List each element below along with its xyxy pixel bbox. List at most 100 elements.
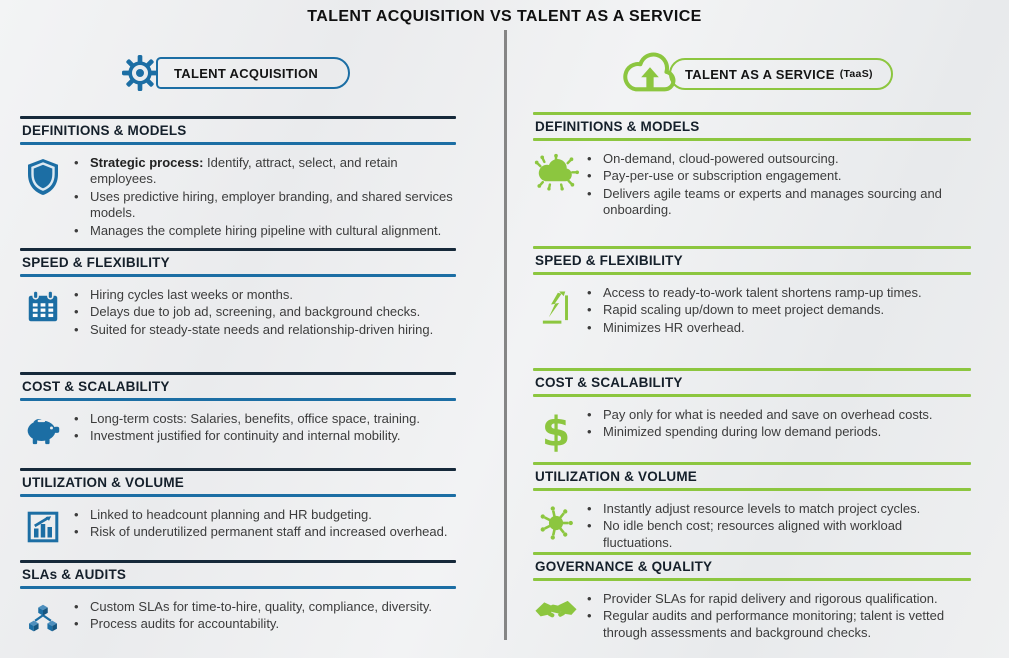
section-heading: COST & SCALABILITY <box>535 375 683 390</box>
talent-acquisition-badge: TALENT ACQUISITION <box>120 52 456 94</box>
section-body: Hiring cycles last weeks or months.Delay… <box>20 287 456 340</box>
section-top-rule <box>20 248 456 251</box>
bullet-item: Pay-per-use or subscription engagement. <box>587 168 971 185</box>
section-underline <box>20 274 456 277</box>
section-heading: UTILIZATION & VOLUME <box>22 475 184 490</box>
section-heading: DEFINITIONS & MODELS <box>535 119 700 134</box>
bullet-item: Strategic process: Identify, attract, se… <box>74 154 456 188</box>
bullet-item: Manages the complete hiring pipeline wit… <box>74 223 456 240</box>
bullet-item: On-demand, cloud-powered outsourcing. <box>587 151 971 168</box>
taas-badge: TALENT AS A SERVICE (TaaS) <box>621 52 971 96</box>
right-sections: DEFINITIONS & MODELS On-demand, cloud-pow… <box>533 112 971 642</box>
section-heading: DEFINITIONS & MODELS <box>22 123 187 138</box>
section-top-rule <box>20 116 456 119</box>
bullet-item: Risk of underutilized permanent staff an… <box>74 524 456 541</box>
bullet-item: Uses predictive hiring, employer brandin… <box>74 189 456 222</box>
bullet-lead: Strategic process: <box>90 154 204 170</box>
left-sections: DEFINITIONS & MODELS Strategic process: I… <box>20 116 456 639</box>
section-body: Access to ready-to-work talent shortens … <box>533 285 971 338</box>
section-heading: SPEED & FLEXIBILITY <box>22 255 170 270</box>
section-body: Custom SLAs for time-to-hire, quality, c… <box>20 599 456 639</box>
section-top-rule <box>533 368 971 371</box>
dollar-icon: $ <box>533 407 579 455</box>
talent-acquisition-pill: TALENT ACQUISITION <box>156 57 351 89</box>
section-utilization-volume: UTILIZATION & VOLUME Instantly adjust res… <box>533 462 971 552</box>
section-underline <box>20 142 456 145</box>
bullet-item: Minimizes HR overhead. <box>587 320 971 337</box>
section-cost-scalability: COST & SCALABILITY Long-term costs: Salar… <box>20 372 456 468</box>
bullet-item: Suited for steady-state needs and relati… <box>74 322 456 339</box>
bullet-item: Rapid scaling up/down to meet project de… <box>587 302 971 319</box>
section-underline <box>20 586 456 589</box>
shield-icon <box>20 155 66 241</box>
gear-icon <box>120 53 160 93</box>
bullet-list: Strategic process: Identify, attract, se… <box>66 155 456 241</box>
bullet-item: Process audits for accountability. <box>74 616 456 633</box>
section-underline <box>20 398 456 401</box>
cloud-network-icon <box>533 151 579 220</box>
section-heading: SPEED & FLEXIBILITY <box>535 253 683 268</box>
section-top-rule <box>20 560 456 563</box>
section-governance-quality: GOVERNANCE & QUALITY Provider SLAs for ra… <box>533 552 971 642</box>
bullet-item: Investment justified for continuity and … <box>74 428 456 445</box>
bullet-item: Minimized spending during low demand per… <box>587 424 971 441</box>
section-underline <box>533 394 971 397</box>
section-heading: GOVERNANCE & QUALITY <box>535 559 713 574</box>
section-top-rule <box>20 468 456 471</box>
badge-label: TALENT ACQUISITION <box>174 65 319 81</box>
section-definitions-models: DEFINITIONS & MODELS Strategic process: I… <box>20 116 456 248</box>
ramp-up-icon <box>533 285 579 338</box>
cubes-icon <box>20 599 66 639</box>
section-top-rule <box>533 246 971 249</box>
section-body: Linked to headcount planning and HR budg… <box>20 507 456 545</box>
bar-chart-icon <box>20 507 66 545</box>
section-top-rule <box>533 552 971 555</box>
section-speed-flexibility: SPEED & FLEXIBILITY Access to ready-to-wo… <box>533 246 971 368</box>
bullet-list: Access to ready-to-work talent shortens … <box>579 285 971 338</box>
section-slas-audits: SLAs & AUDITS Custom SLAs for time-to-hir… <box>20 560 456 639</box>
page-title: TALENT ACQUISITION VS TALENT AS A SERVIC… <box>307 8 702 25</box>
section-heading: COST & SCALABILITY <box>22 379 170 394</box>
bullet-item: Long-term costs: Salaries, benefits, off… <box>74 411 456 428</box>
taas-column: TALENT AS A SERVICE (TaaS) DEFINITIONS &… <box>533 42 971 642</box>
bullet-item: Provider SLAs for rapid delivery and rig… <box>587 591 971 608</box>
bullet-item: Delivers agile teams or experts and mana… <box>587 186 971 219</box>
section-definitions-models: DEFINITIONS & MODELS On-demand, cloud-pow… <box>533 112 971 246</box>
section-body: On-demand, cloud-powered outsourcing.Pay… <box>533 151 971 220</box>
section-cost-scalability: COST & SCALABILITY $ Pay only for what is … <box>533 368 971 462</box>
bullet-item: Pay only for what is needed and save on … <box>587 407 971 424</box>
bullet-list: Instantly adjust resource levels to matc… <box>579 501 971 553</box>
cloud-upload-icon <box>621 52 679 96</box>
handshake-icon <box>533 591 579 643</box>
section-heading: UTILIZATION & VOLUME <box>535 469 697 484</box>
section-top-rule <box>20 372 456 375</box>
section-top-rule <box>533 462 971 465</box>
calendar-icon <box>20 287 66 340</box>
piggy-bank-icon <box>20 411 66 447</box>
bullet-item: Instantly adjust resource levels to matc… <box>587 501 971 518</box>
hub-spoke-icon <box>533 501 579 553</box>
bullet-list: On-demand, cloud-powered outsourcing.Pay… <box>579 151 971 220</box>
section-heading: SLAs & AUDITS <box>22 567 127 582</box>
section-body: $ Pay only for what is needed and save on… <box>533 407 971 455</box>
bullet-list: Custom SLAs for time-to-hire, quality, c… <box>66 599 456 639</box>
badge-suffix: (TaaS) <box>839 68 873 80</box>
bullet-item: No idle bench cost; resources aligned wi… <box>587 518 971 551</box>
svg-text:$: $ <box>542 409 570 455</box>
section-speed-flexibility: SPEED & FLEXIBILITY Hiring cycles last we… <box>20 248 456 372</box>
center-divider <box>504 30 507 640</box>
bullet-list: Provider SLAs for rapid delivery and rig… <box>579 591 971 643</box>
bullet-item: Custom SLAs for time-to-hire, quality, c… <box>74 599 456 616</box>
section-underline <box>533 272 971 275</box>
section-underline <box>533 578 971 581</box>
bullet-item: Hiring cycles last weeks or months. <box>74 287 456 304</box>
section-body: Instantly adjust resource levels to matc… <box>533 501 971 553</box>
section-top-rule <box>533 112 971 115</box>
taas-pill: TALENT AS A SERVICE (TaaS) <box>669 58 893 90</box>
section-body: Strategic process: Identify, attract, se… <box>20 155 456 241</box>
badge-label: TALENT AS A SERVICE <box>685 66 835 82</box>
section-body: Long-term costs: Salaries, benefits, off… <box>20 411 456 447</box>
bullet-list: Linked to headcount planning and HR budg… <box>66 507 456 545</box>
section-underline <box>533 488 971 491</box>
